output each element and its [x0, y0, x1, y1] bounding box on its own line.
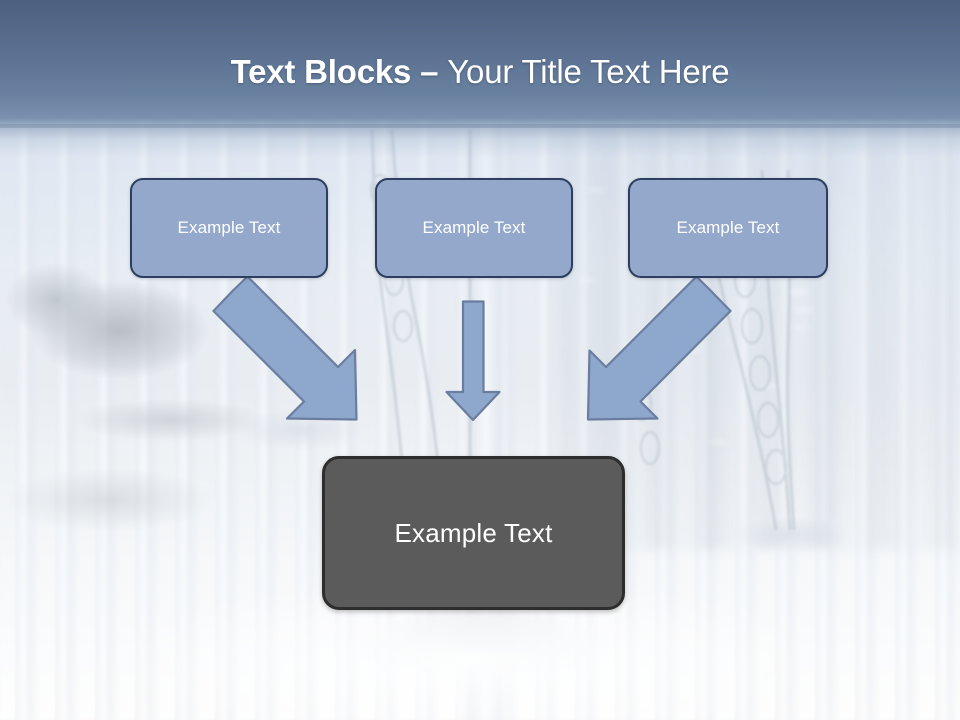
arrow-down-right[interactable]	[212, 275, 358, 421]
arrow-down-left[interactable]	[586, 275, 732, 421]
page-title-dash: –	[411, 53, 448, 90]
arrow-down[interactable]	[445, 300, 501, 422]
text-block-2-label: Example Text	[422, 218, 526, 237]
title-band	[0, 0, 960, 128]
text-block-1-label: Example Text	[177, 218, 281, 237]
page-title-strong: Text Blocks	[230, 53, 412, 90]
title-band-fade	[0, 124, 960, 158]
page-title-light: Your Title Text Here	[447, 53, 730, 90]
result-text-block-label: Example Text	[394, 517, 553, 548]
text-block-3-label: Example Text	[676, 218, 780, 237]
result-text-block[interactable]: Example Text	[322, 456, 625, 610]
text-block-3[interactable]: Example Text	[628, 178, 828, 278]
page-title: Text Blocks – Your Title Text Here	[0, 51, 960, 93]
text-block-2[interactable]: Example Text	[375, 178, 573, 278]
text-block-1[interactable]: Example Text	[130, 178, 328, 278]
